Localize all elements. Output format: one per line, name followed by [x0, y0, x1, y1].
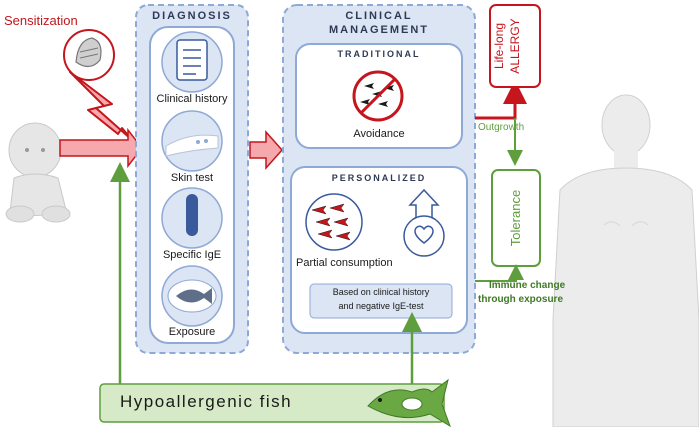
heart-up-arrow-icon: [403, 188, 445, 257]
allergy-box: [489, 4, 541, 88]
immune-change-line2: through exposure: [478, 294, 564, 305]
outgrowth-label: Outgrowth: [478, 122, 525, 133]
diagnosis-title: DIAGNOSIS: [152, 10, 232, 22]
note-line2: and negative IgE-test: [338, 301, 424, 311]
note-box: [309, 283, 453, 319]
diagnosis-to-management-arrow: [249, 130, 284, 170]
fish-banner-label: Hypoallergenic fish: [120, 392, 293, 411]
management-title-line2: MANAGEMENT: [328, 24, 430, 36]
baby-icon: [5, 122, 71, 223]
tolerance-label: Tolerance: [508, 189, 523, 247]
man-icon: [552, 94, 699, 427]
fish-banner: [99, 383, 445, 423]
fish-sensitization-icon: [63, 29, 115, 81]
avoidance-label: Avoidance: [353, 128, 405, 140]
immune-change-line1: Immune change: [489, 280, 566, 291]
personalized-title: PERSONALIZED: [331, 173, 427, 183]
diagnosis-item-exposure: Exposure: [168, 326, 216, 338]
allergy-label-line2: ALLERGY: [508, 18, 522, 74]
no-fish-icon: [352, 70, 404, 122]
partial-consumption-label: Partial consumption: [296, 257, 393, 269]
diagnosis-item-clinical-history: Clinical history: [156, 93, 228, 105]
traditional-title: TRADITIONAL: [337, 49, 421, 59]
immune-change-arrow: [475, 264, 524, 282]
diagnosis-item-specific-ige: Specific IgE: [162, 249, 222, 261]
diagnosis-item-skin-test: Skin test: [170, 172, 214, 184]
green-fish-icon: [367, 378, 451, 427]
management-title-line1: CLINICAL: [345, 10, 413, 22]
allergy-label-line1: Life-long: [492, 22, 506, 70]
sensitization-label: Sensitization: [4, 13, 78, 28]
allergy-arrow: [475, 80, 527, 120]
note-line1: Based on clinical history: [332, 287, 430, 297]
partial-fish-circle-icon: [305, 193, 363, 251]
diagnosis-inner: [149, 26, 235, 344]
sensitization-arrow: [59, 127, 143, 169]
lightning-bolt-icon: [69, 71, 133, 141]
